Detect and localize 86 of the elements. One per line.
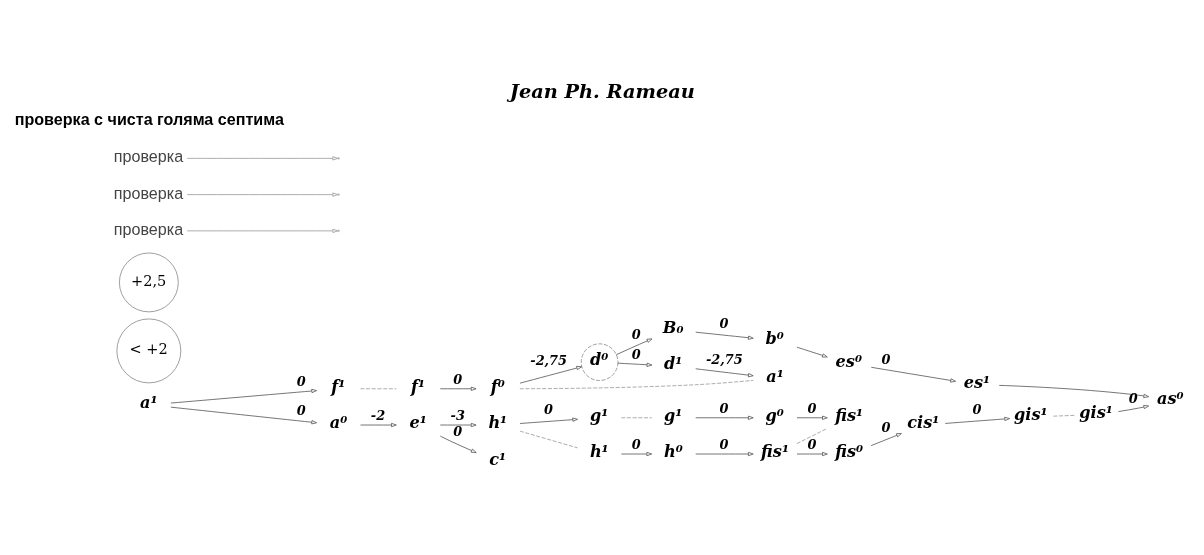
arrow	[439, 435, 477, 453]
node-text: b⁰	[765, 328, 784, 348]
edge-label: 0	[807, 400, 817, 416]
label: проверка с чиста голяма септима	[14, 109, 284, 128]
connector	[360, 387, 397, 389]
arrow	[620, 451, 653, 456]
node-text: проверка	[113, 146, 184, 165]
node-text: fis¹	[835, 405, 864, 425]
node-text: h¹	[488, 412, 508, 432]
arrow	[360, 422, 397, 427]
node-text: c¹	[489, 449, 507, 468]
arrow	[998, 384, 1150, 398]
connector	[519, 430, 579, 448]
edge-label: -2,75	[705, 351, 743, 367]
node-text: as⁰	[1157, 388, 1184, 408]
node-text: f¹	[411, 376, 426, 396]
edge-label: 0	[631, 326, 641, 342]
edge-label: 0	[453, 423, 463, 439]
arrow	[615, 337, 653, 355]
edge-label: 0	[296, 373, 306, 389]
arrow	[439, 386, 477, 391]
connector	[620, 416, 653, 418]
arrow	[519, 365, 582, 384]
arrow	[695, 451, 754, 456]
edge-label: 0	[719, 436, 729, 452]
diagram-title: Jean Ph. Rameau	[509, 79, 695, 103]
node-text: es¹	[963, 372, 991, 392]
node-text: g¹	[589, 405, 609, 425]
arrow	[870, 366, 956, 383]
edge-label: 0	[1128, 390, 1138, 406]
connector	[796, 427, 828, 444]
arrow	[796, 415, 828, 420]
node-text: cis¹	[907, 412, 940, 432]
node-text: a⁰	[329, 412, 348, 432]
node-text: fis⁰	[835, 441, 864, 461]
arrow	[170, 388, 318, 403]
arrow	[944, 416, 1011, 424]
edge-label: 0	[719, 315, 729, 331]
node-text: e¹	[409, 412, 427, 432]
node-text: f⁰	[490, 376, 505, 396]
arrow	[695, 367, 754, 377]
arrow	[695, 331, 754, 340]
arrow	[186, 155, 339, 160]
edge-label: 0	[453, 371, 463, 387]
edge-label: 0	[881, 351, 891, 367]
node-circle: d⁰	[580, 342, 619, 381]
node-text: a¹	[766, 366, 784, 386]
node-text: d¹	[664, 353, 683, 373]
node-text: gis¹	[1014, 404, 1048, 424]
edge-label: 0	[807, 436, 817, 452]
node-text: проверка	[113, 183, 184, 202]
node-text: fis¹	[761, 441, 789, 461]
node-circle: < +2	[116, 318, 182, 383]
node-text: проверка	[113, 219, 184, 238]
edge-label: -2	[370, 407, 386, 423]
connector	[519, 379, 754, 389]
node-text: f¹	[331, 376, 346, 396]
arrow	[1118, 404, 1150, 412]
arrow	[617, 362, 653, 367]
node-text: gis¹	[1079, 402, 1113, 422]
edge-label: 0	[719, 400, 729, 416]
node-text: es⁰	[835, 351, 862, 371]
edge-label: -2,75	[530, 352, 567, 368]
edge-label: 0	[881, 419, 891, 435]
arrow	[796, 451, 828, 456]
arrow	[186, 192, 339, 197]
edge-label: 0	[631, 346, 641, 362]
node-text: g¹	[664, 405, 683, 425]
arrow	[695, 415, 754, 420]
node-text: h¹	[589, 441, 609, 461]
node-text: B₀	[662, 317, 684, 337]
node-text: g⁰	[765, 405, 784, 425]
arrow	[519, 417, 579, 424]
edge-label: 0	[972, 401, 982, 417]
arrow	[439, 422, 477, 427]
arrow	[796, 346, 828, 357]
node-circle: +2,5	[119, 252, 179, 312]
edge-label: 0	[631, 436, 641, 452]
arrow	[870, 432, 902, 446]
edge-label: -3	[450, 407, 465, 423]
node-text: a¹	[139, 392, 158, 412]
connector	[1053, 414, 1076, 417]
arrow	[170, 406, 318, 424]
edge-label: 0	[544, 401, 553, 417]
node-text: h⁰	[664, 441, 683, 461]
edge-label: 0	[296, 402, 306, 418]
